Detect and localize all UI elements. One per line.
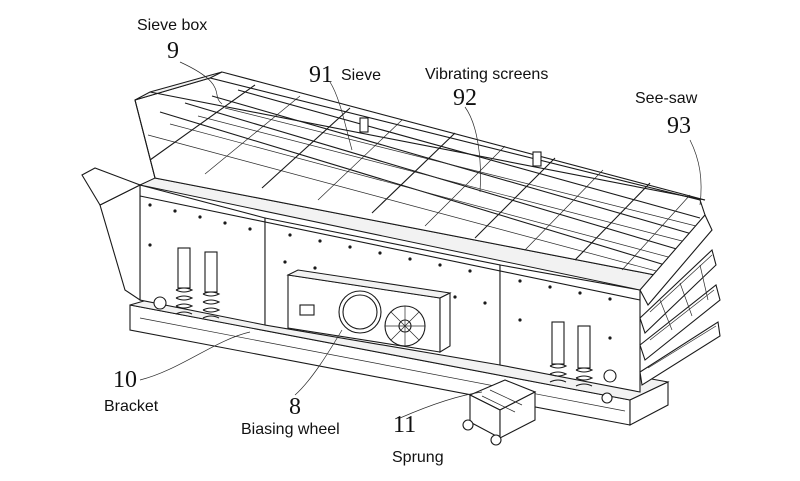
see-saw-label: See-saw xyxy=(635,90,698,107)
see-saw-number: 93 xyxy=(667,113,691,139)
leader-lines xyxy=(139,61,702,419)
rivets xyxy=(148,203,612,340)
lower-screens xyxy=(639,213,721,386)
bracket-number: 10 xyxy=(113,367,137,393)
sprung-label: Sprung xyxy=(392,449,444,466)
sieve-label: Sieve xyxy=(341,67,381,84)
sieve-number: 91 xyxy=(309,62,333,88)
bracket-label: Bracket xyxy=(104,398,159,415)
exciter-housing xyxy=(286,269,452,353)
biasing-wheel-label: Biasing wheel xyxy=(241,421,340,438)
motor-sprung-base xyxy=(462,379,537,446)
biasing-wheel-number: 8 xyxy=(289,394,301,420)
vibrating-screens-number: 92 xyxy=(453,85,477,111)
sprung-number: 11 xyxy=(393,412,416,438)
left-springs xyxy=(153,247,221,319)
sieve-box-number: 9 xyxy=(167,38,179,64)
sieve-box-label: Sieve box xyxy=(137,17,207,34)
right-springs xyxy=(549,321,617,404)
vibrating-screens-label: Vibrating screens xyxy=(425,66,548,83)
sieve-deck xyxy=(134,71,706,276)
